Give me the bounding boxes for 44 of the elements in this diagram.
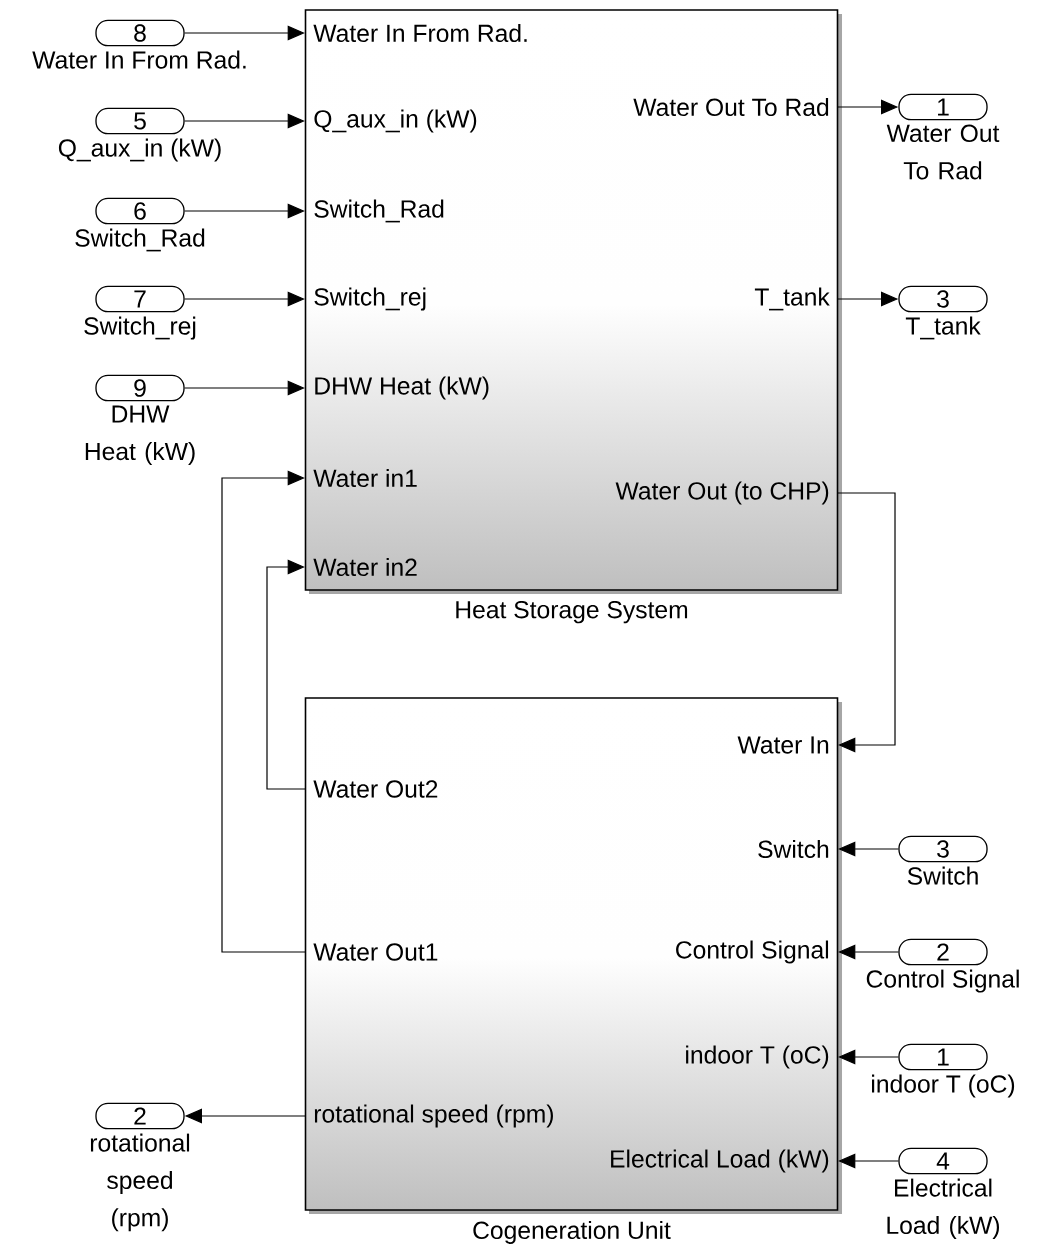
signal-line xyxy=(221,470,306,953)
signal-line xyxy=(184,380,305,396)
port-label: Water Out2 xyxy=(313,780,438,798)
signal-line xyxy=(184,203,305,219)
port-label: Water Out (to CHP) xyxy=(615,481,829,505)
port-label: rotational speed (rpm) xyxy=(314,1104,553,1128)
port-label: Water In From Rad. xyxy=(313,23,527,43)
signal-line xyxy=(184,25,305,41)
port-label: Water in1 xyxy=(313,468,417,488)
signal-line xyxy=(184,113,305,129)
port-label: Electrical Load (kW) xyxy=(611,1149,829,1173)
port-name: Water In From Rad. xyxy=(32,50,246,69)
signal-line xyxy=(184,291,305,307)
port-label: DHW Heat (kW) xyxy=(315,376,489,400)
port-name: rotational speed (rpm) xyxy=(90,1133,190,1232)
port-label: Switch_rej xyxy=(314,287,426,311)
signal-line xyxy=(266,559,306,790)
port-label: indoor T (oC) xyxy=(686,1045,829,1069)
port-name: Switch_rej xyxy=(84,316,196,340)
port-label: Water in2 xyxy=(313,557,417,577)
port-name: Electrical Load (kW) xyxy=(887,1178,1000,1239)
port-name: Water Out To Rad xyxy=(886,124,1000,180)
signal-line xyxy=(837,492,896,753)
signal-line xyxy=(838,944,899,960)
port-label: T_tank xyxy=(754,287,830,311)
port-name: T_tank xyxy=(905,316,981,340)
signal-line xyxy=(838,1049,899,1065)
port-name: Switch xyxy=(907,866,978,885)
port-label: Water Out To Rad xyxy=(633,97,829,117)
port-label: Switch_Rad xyxy=(314,199,444,223)
port-name: indoor T (oC) xyxy=(872,1074,1015,1098)
port-label: Switch xyxy=(758,839,829,859)
signal-line xyxy=(838,1153,899,1169)
signal-line xyxy=(838,841,899,857)
port-name: Control Signal xyxy=(866,969,1019,993)
port-label: Water In xyxy=(737,736,829,754)
port-label: Water Out1 xyxy=(313,943,438,961)
node-label: Heat Storage System xyxy=(456,600,688,624)
port-label: Q_aux_in (kW) xyxy=(314,109,477,133)
port-label: Control Signal xyxy=(676,940,829,964)
port-name: Switch_Rad xyxy=(75,228,205,252)
port-name: Q_aux_in (kW) xyxy=(58,138,221,162)
port-name: DHW Heat (kW) xyxy=(85,405,195,465)
node-label: Cogeneration Unit xyxy=(473,1220,671,1244)
